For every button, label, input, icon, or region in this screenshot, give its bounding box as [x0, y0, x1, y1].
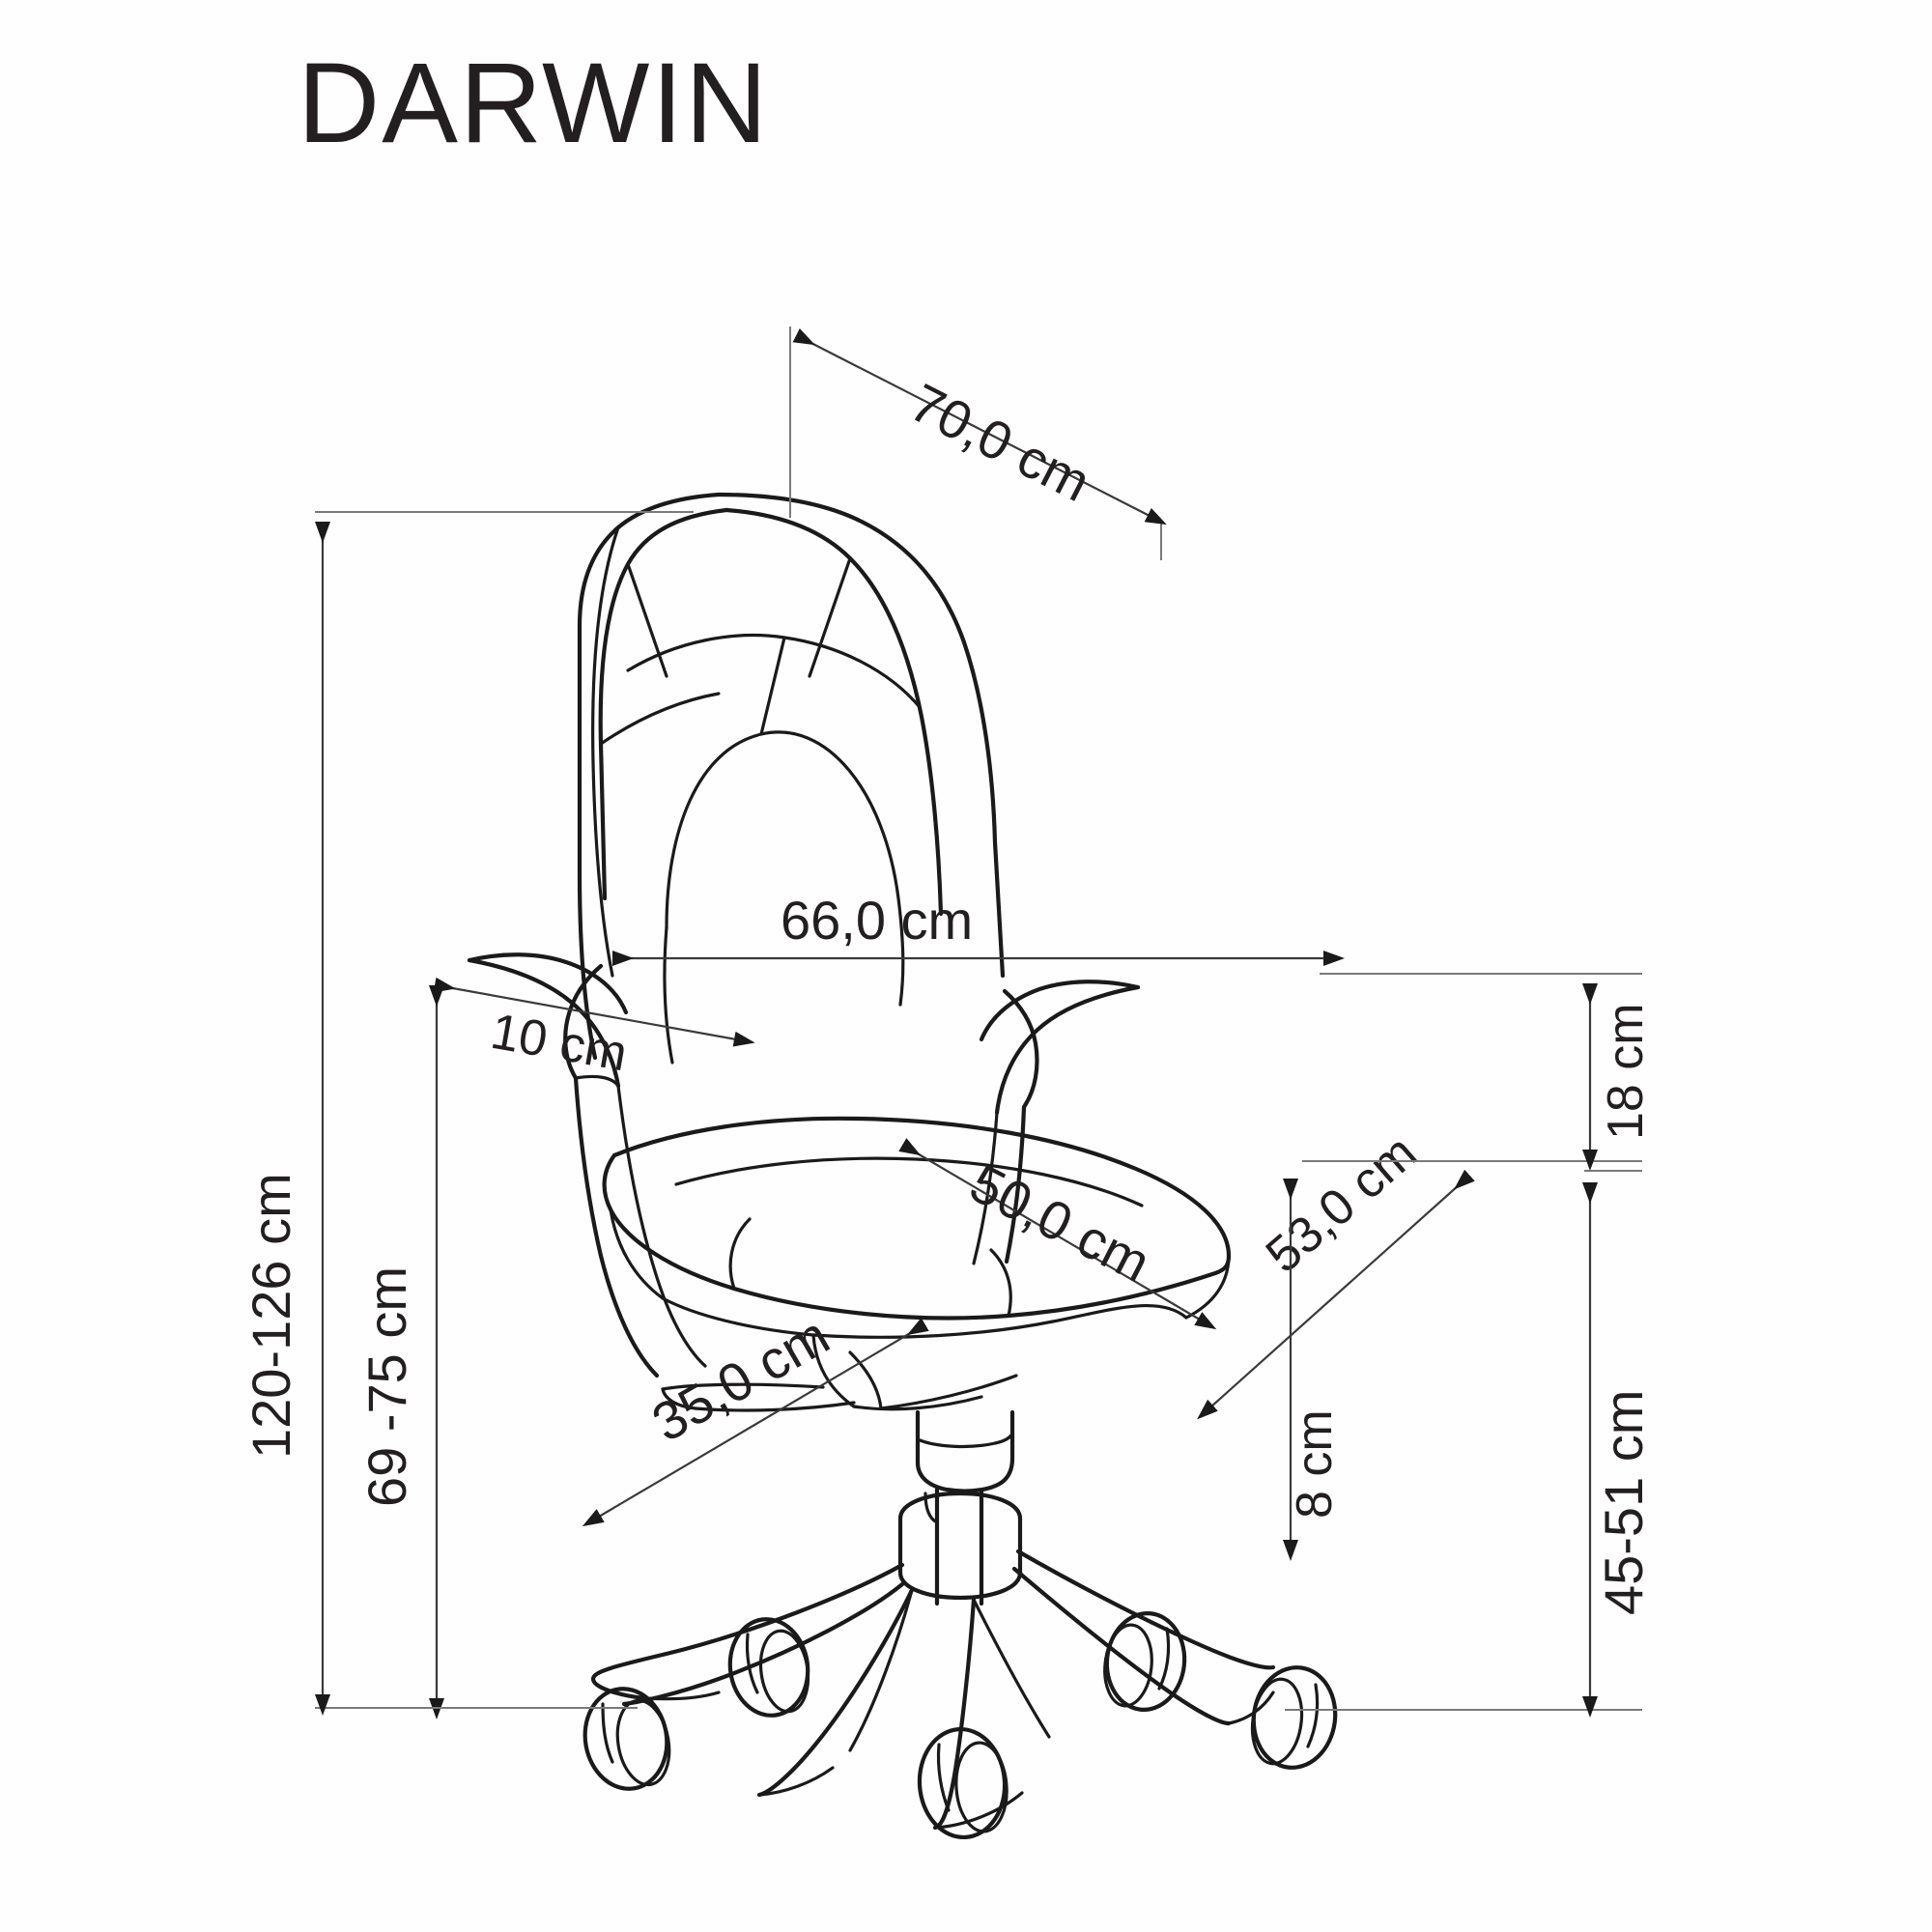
- chair-backrest-outline: [577, 492, 1006, 1065]
- dim-label-overall-width-top: 70,0 cm: [901, 372, 1100, 514]
- dimension-armrest-height: 18 cm: [1302, 973, 1654, 1171]
- caster-wheel: [582, 1687, 671, 1791]
- dimension-backrest-height: 69 -75 cm: [356, 985, 638, 1719]
- dimension-seat-height: 45-51 cm: [1285, 1170, 1654, 1718]
- dim-label-backrest-height: 69 -75 cm: [356, 1266, 417, 1507]
- dimension-backrest-width: 66,0 cm: [612, 890, 1345, 966]
- caster-wheel: [1103, 1610, 1187, 1713]
- dimension-seat-width: 53,0 cm: [1197, 1124, 1475, 1420]
- dim-label-base-span: 35,0 cm: [642, 1304, 839, 1453]
- dim-label-seat-depth: 50,0 cm: [961, 1152, 1160, 1294]
- dim-label-armrest-width: 10 cm: [487, 1004, 632, 1083]
- dimension-overall-width-top: 70,0 cm: [789, 327, 1167, 560]
- chair-base-and-casters: [582, 1491, 1338, 1840]
- dim-label-seat-thickness: 8 cm: [1287, 1409, 1343, 1519]
- dim-label-armrest-height: 18 cm: [1598, 1003, 1654, 1140]
- dimension-total-height: 120-126 cm: [241, 511, 694, 1716]
- caster-wheel: [1250, 1665, 1338, 1770]
- dim-label-seat-height: 45-51 cm: [1593, 1390, 1654, 1615]
- dim-label-seat-width: 53,0 cm: [1256, 1124, 1428, 1284]
- dimension-seat-thickness: 8 cm: [1283, 1179, 1343, 1561]
- page-title: DARWIN: [298, 40, 770, 167]
- caster-wheel: [727, 1617, 810, 1718]
- dimension-seat-depth: 50,0 cm: [898, 1138, 1217, 1330]
- caster-wheel: [917, 1726, 1009, 1840]
- dim-label-backrest-width: 66,0 cm: [781, 890, 973, 951]
- dim-label-total-height: 120-126 cm: [241, 1173, 301, 1459]
